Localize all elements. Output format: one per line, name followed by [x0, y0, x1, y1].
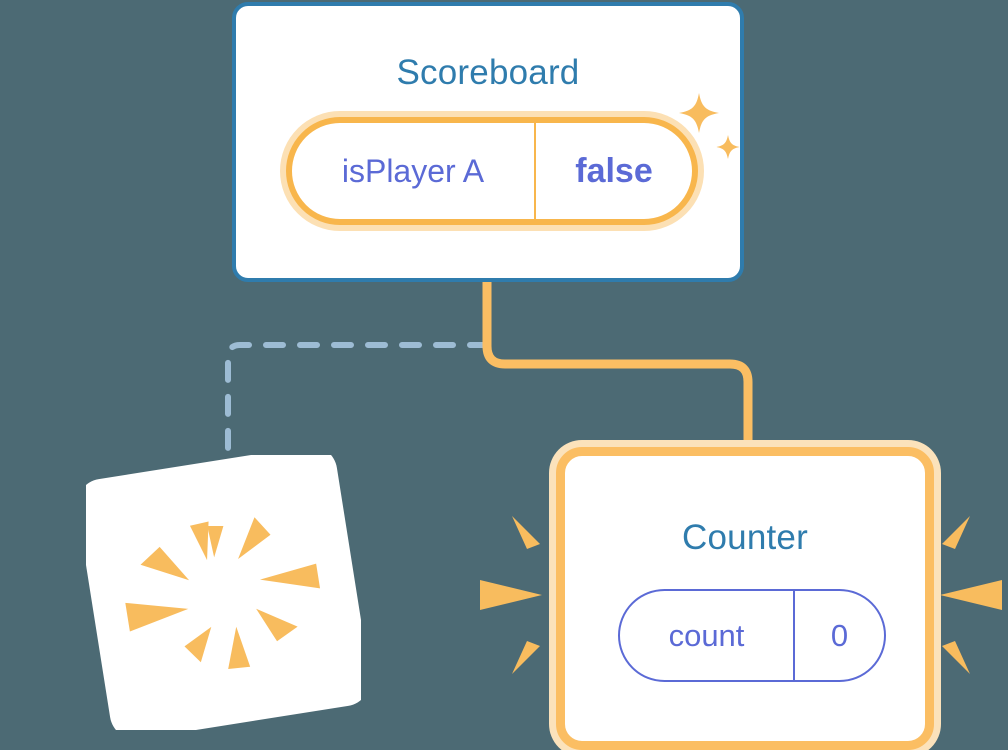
ray-icon	[942, 641, 970, 674]
sparkle-large-icon	[679, 93, 719, 133]
pop-card-graphic	[86, 455, 361, 730]
counter-state-value: 0	[830, 617, 849, 653]
scoreboard-card[interactable]: Scoreboard isPlayer A false	[232, 2, 744, 282]
scoreboard-state-pill[interactable]: isPlayer A false	[286, 117, 698, 225]
ray-icon	[512, 516, 540, 549]
ray-icon	[940, 580, 1002, 610]
counter-state-key: count	[620, 591, 795, 680]
scoreboard-state-value: false	[575, 151, 653, 190]
scoreboard-state-key: isPlayer A	[292, 123, 536, 219]
ray-icon	[480, 580, 542, 610]
sparkle-small-icon	[716, 135, 740, 159]
sparkle-cluster	[679, 93, 740, 159]
pop-card-rays	[125, 517, 321, 670]
pop-card	[86, 455, 361, 730]
ray-icon	[512, 641, 540, 674]
connector-scoreboard-to-counter	[482, 282, 753, 455]
counter-title: Counter	[682, 518, 808, 557]
pop-card-surface	[86, 455, 361, 730]
ray-icon	[942, 516, 970, 549]
scoreboard-title: Scoreboard	[396, 53, 580, 92]
counter-burst-right	[940, 516, 1002, 674]
counter-state-pill[interactable]: count 0	[618, 589, 886, 682]
counter-card[interactable]: Counter count 0	[556, 447, 934, 750]
counter-burst-left	[480, 516, 542, 674]
